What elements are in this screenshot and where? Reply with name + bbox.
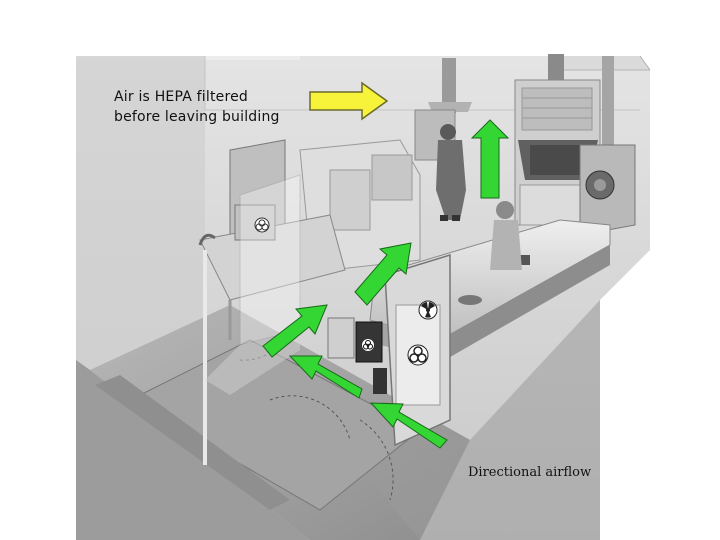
biohazard-icon (254, 217, 270, 233)
waste-bins (327, 317, 383, 363)
lab-floor (76, 300, 600, 540)
airflow-arrows (262, 119, 510, 449)
airflow-arrow (262, 304, 328, 358)
airflow-arrow-up (470, 119, 510, 199)
airflow-arrow (354, 242, 412, 306)
biohazard-icon (362, 339, 374, 351)
biohazard-icon (407, 344, 429, 366)
autoclave (579, 144, 636, 236)
hepa-filter-caption: Air is HEPA filtered before leaving buil… (114, 89, 280, 125)
directional-airflow-caption: Directional airflow (468, 465, 592, 480)
radiation-icon (418, 300, 438, 320)
exhaust-arrow (309, 81, 389, 121)
exhaust-ducts (428, 54, 614, 146)
researcher-front (490, 201, 522, 270)
airflow-arrow (369, 402, 448, 449)
airflow-arrow (288, 355, 363, 399)
researcher-back (436, 124, 466, 221)
sink-bench (198, 204, 346, 465)
